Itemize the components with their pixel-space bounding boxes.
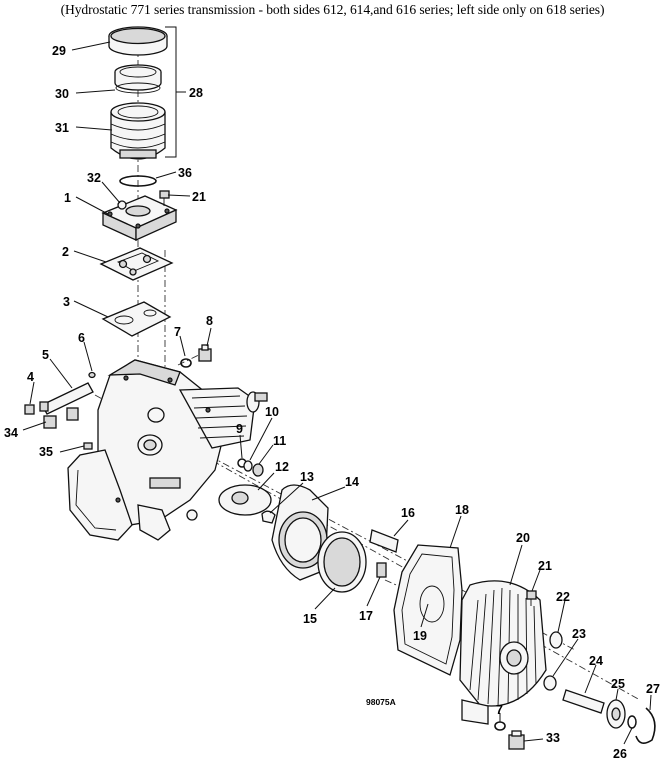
part-14-cover — [271, 484, 329, 581]
callout-35: 35 — [39, 445, 53, 459]
part-35-screw — [83, 442, 93, 450]
callout-18: 18 — [455, 503, 469, 517]
callout-12: 12 — [275, 460, 289, 474]
part-31-reservoir — [110, 102, 166, 160]
part-34-plugs — [43, 407, 79, 429]
callout-21-upper: 21 — [192, 190, 206, 204]
part-3-gasket — [101, 301, 172, 337]
part-27-snap-ring — [635, 707, 656, 744]
part-22-seal — [549, 631, 563, 649]
part-15-large-seal — [317, 531, 367, 593]
part-21-bolt-upper — [159, 190, 170, 206]
part-13-pin — [261, 510, 276, 524]
callout-1: 1 — [64, 191, 71, 205]
part-2-plate — [99, 247, 174, 281]
callout-23: 23 — [572, 627, 586, 641]
part-16-dowel — [369, 529, 399, 553]
callout-5: 5 — [42, 348, 49, 362]
part-4-5-linkage — [24, 371, 96, 415]
callout-29: 29 — [52, 44, 66, 58]
callout-3: 3 — [63, 295, 70, 309]
callout-7-lower: 7 — [496, 703, 503, 717]
callout-33: 33 — [546, 731, 560, 745]
callout-36: 36 — [178, 166, 192, 180]
callout-17: 17 — [359, 609, 373, 623]
part-33-plug — [508, 730, 525, 750]
diagram-caption: (Hydrostatic 771 series transmission - b… — [60, 2, 605, 17]
callout-28: 28 — [189, 86, 203, 100]
callout-11: 11 — [273, 434, 286, 448]
callout-labels: 29 30 31 28 36 32 1 21 2 3 7 8 6 5 4 34 … — [4, 44, 660, 761]
part-10-seal — [243, 460, 253, 472]
transmission-housing — [67, 359, 268, 541]
callout-10: 10 — [265, 405, 279, 419]
part-8-plug — [198, 344, 212, 362]
callout-21-lower: 21 — [538, 559, 552, 573]
part-23-washer — [543, 675, 557, 691]
part-7-o-ring-upper — [180, 358, 192, 368]
callout-8: 8 — [206, 314, 213, 328]
part-25-bearing — [606, 699, 626, 729]
part-20-end-cover — [459, 580, 547, 725]
part-21-bolt-lower — [526, 590, 537, 606]
part-29-cap — [108, 26, 168, 56]
part-12-cam — [186, 484, 272, 521]
callout-4: 4 — [27, 370, 34, 384]
callout-20: 20 — [516, 531, 530, 545]
callout-leaders — [22, 41, 652, 745]
part-36-o-ring — [119, 175, 157, 187]
part-26-ring — [627, 715, 637, 729]
part-11-bearing — [252, 463, 264, 477]
part-24-shaft — [562, 689, 605, 714]
callout-22: 22 — [556, 590, 570, 604]
callout-7-upper: 7 — [174, 325, 181, 339]
callout-14: 14 — [345, 475, 359, 489]
part-7-o-ring-lower — [494, 721, 506, 731]
callout-24: 24 — [589, 654, 603, 668]
callout-26: 26 — [613, 747, 627, 761]
callout-6: 6 — [78, 331, 85, 345]
callout-2: 2 — [62, 245, 69, 259]
callout-16: 16 — [401, 506, 415, 520]
callout-13: 13 — [300, 470, 314, 484]
part-30-seal-ring — [114, 64, 162, 94]
callout-31: 31 — [55, 121, 69, 135]
callout-19: 19 — [413, 629, 427, 643]
callout-25: 25 — [611, 677, 625, 691]
part-17-pin — [376, 562, 387, 578]
part-18-gasket — [393, 544, 463, 676]
callout-9: 9 — [236, 422, 243, 436]
callout-27: 27 — [646, 682, 660, 696]
callout-30: 30 — [55, 87, 69, 101]
drawing-code: 98075A — [366, 697, 396, 707]
callout-34: 34 — [4, 426, 18, 440]
callout-32: 32 — [87, 171, 101, 185]
callout-15: 15 — [303, 612, 317, 626]
part-1-valve-block — [101, 195, 178, 242]
